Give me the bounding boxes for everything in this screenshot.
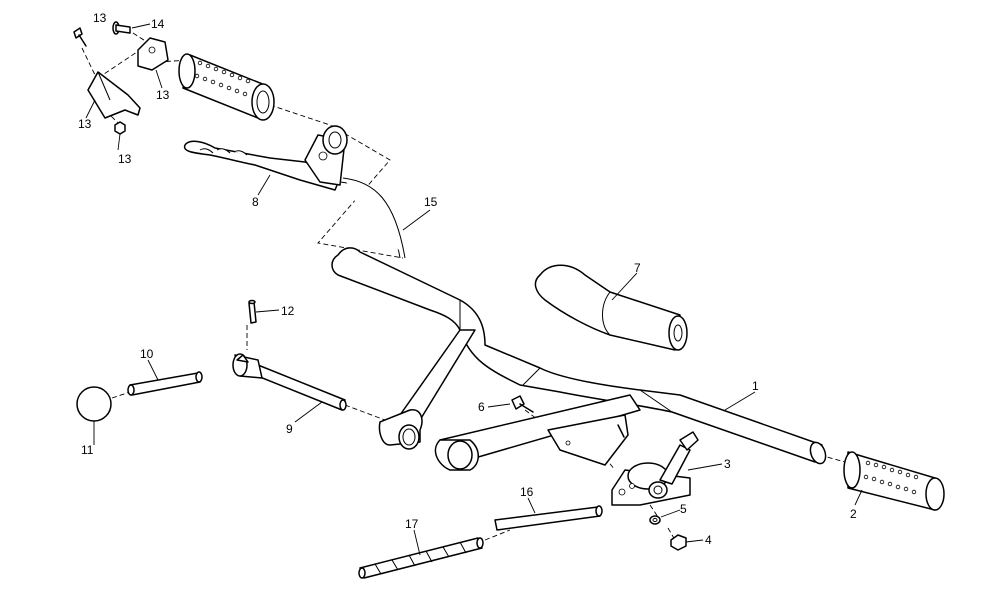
- callout-8: 8: [252, 195, 259, 209]
- bolt: [511, 395, 534, 413]
- left-grip: [178, 53, 275, 121]
- clamp-bolt: [112, 21, 131, 35]
- callout-6: 6: [478, 400, 485, 414]
- throttle-assembly: [611, 431, 699, 506]
- callout-7: 7: [634, 261, 641, 275]
- callout-1: 1: [752, 379, 759, 393]
- callout-5: 5: [680, 502, 687, 516]
- callout-17: 17: [405, 517, 419, 531]
- callout-2: 2: [850, 507, 857, 521]
- callout-labels: 1 2 3 4 5 6 7 8 9 10 11 12 13 13 13 13 1…: [78, 11, 857, 547]
- callout-4: 4: [705, 533, 712, 547]
- callout-12: 12: [281, 304, 295, 318]
- callout-13-block: 13: [156, 88, 170, 102]
- handlebar-frame: [331, 247, 827, 471]
- wrapped-cable: [358, 537, 484, 579]
- handlebar-pad: [534, 264, 688, 351]
- clamp-screw: [73, 27, 87, 47]
- callout-10: 10: [140, 347, 154, 361]
- callout-16: 16: [520, 485, 534, 499]
- brake-cable: [339, 177, 406, 259]
- callout-13-nut: 13: [118, 152, 132, 166]
- callout-13-top: 13: [93, 11, 107, 25]
- callout-14: 14: [151, 17, 165, 31]
- throttle-tube: [494, 505, 603, 531]
- leader-lines: [85, 23, 863, 556]
- right-grip-dimples: [863, 460, 919, 495]
- shift-knob: [76, 386, 112, 422]
- washer: [649, 515, 661, 525]
- clamp-bracket: [87, 71, 141, 119]
- nut: [670, 534, 687, 551]
- clamp-block: [137, 37, 169, 71]
- assembly-guide-lines: [81, 32, 846, 541]
- callout-9: 9: [286, 422, 293, 436]
- callout-13-bracket: 13: [78, 117, 92, 131]
- shift-rod: [127, 371, 203, 396]
- callout-3: 3: [724, 457, 731, 471]
- pin: [248, 299, 257, 324]
- shift-shaft: [232, 353, 347, 411]
- clamp-nut: [114, 121, 126, 135]
- callout-11: 11: [81, 443, 94, 457]
- left-grip-dimples: [194, 60, 251, 97]
- brake-lever: [183, 125, 348, 191]
- right-grip: [843, 451, 945, 511]
- callout-15: 15: [424, 195, 438, 209]
